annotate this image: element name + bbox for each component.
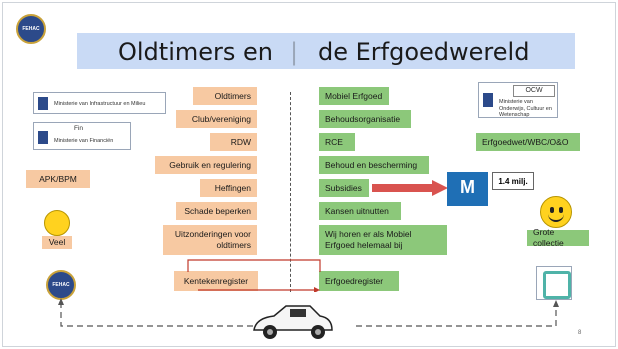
crying-emoji-icon (44, 210, 70, 236)
title-separator: | (290, 38, 299, 66)
right-item-kansen: Kansen uitnutten (319, 202, 401, 220)
crest-icon (483, 93, 493, 107)
mobiel-erfgoed-m-logo: M (447, 172, 488, 206)
mobiel-erfgoed-nederland-logo (536, 266, 572, 300)
erfgoedwet-tag: Erfgoedwet/WBC/O&O (476, 133, 580, 151)
subsidy-arrow (372, 180, 448, 196)
left-item-heffingen: Heffingen (200, 179, 257, 197)
apk-bpm-tag: APK/BPM (26, 170, 90, 188)
left-item-rdw: RDW (210, 133, 257, 151)
smiley-emoji-icon (540, 196, 572, 228)
left-item-oldtimers: Oldtimers (193, 87, 257, 105)
erfgoedregister-box: Erfgoedregister (319, 271, 399, 291)
grote-collectie-tag: Grote collectie (527, 227, 589, 248)
right-item-behoudsorganisatie: Behoudsorganisatie (319, 110, 411, 128)
left-item-uitzonderingen: Uitzonderingen voor oldtimers (163, 225, 257, 255)
center-divider (290, 92, 291, 292)
crest-icon (38, 131, 48, 144)
page-number: 8 (578, 330, 582, 336)
kentekenregister-box: Kentekenregister (174, 271, 258, 291)
title-bar (77, 33, 575, 69)
right-item-wij-horen: Wij horen er als Mobiel Erfgoed helemaal… (319, 225, 447, 255)
route-dashed-line (58, 298, 559, 327)
oldtimer-car-icon (253, 305, 333, 339)
ministry-ienm-logo: Ministerie van Infrastructuur en Milieu (33, 92, 166, 114)
crest-icon (38, 97, 48, 110)
right-item-behoud: Behoud en bescherming (319, 156, 429, 174)
left-item-schade: Schade beperken (176, 202, 257, 220)
register-connector (187, 259, 321, 292)
left-item-gebruik: Gebruik en regulering (155, 156, 257, 174)
veel-tag: Veel (42, 236, 72, 249)
title-left: Oldtimers en (118, 38, 273, 66)
fehac-logo-bottom: FEHAC (46, 270, 76, 300)
right-item-subsidies: Subsidies (319, 179, 369, 197)
ministry-ocw-logo: OCW Ministerie van Onderwijs, Cultuur en… (478, 82, 558, 118)
right-item-mobiel-erfgoed: Mobiel Erfgoed (319, 87, 389, 105)
title-right: de Erfgoedwereld (318, 38, 530, 66)
ministry-fin-logo: Fin Ministerie van Financiën (33, 122, 131, 150)
subsidy-value: 1.4 milj. (492, 172, 534, 190)
left-item-club: Club/vereniging (176, 110, 257, 128)
right-item-rce: RCE (319, 133, 355, 151)
fehac-logo-top: FEHAC (16, 14, 46, 44)
